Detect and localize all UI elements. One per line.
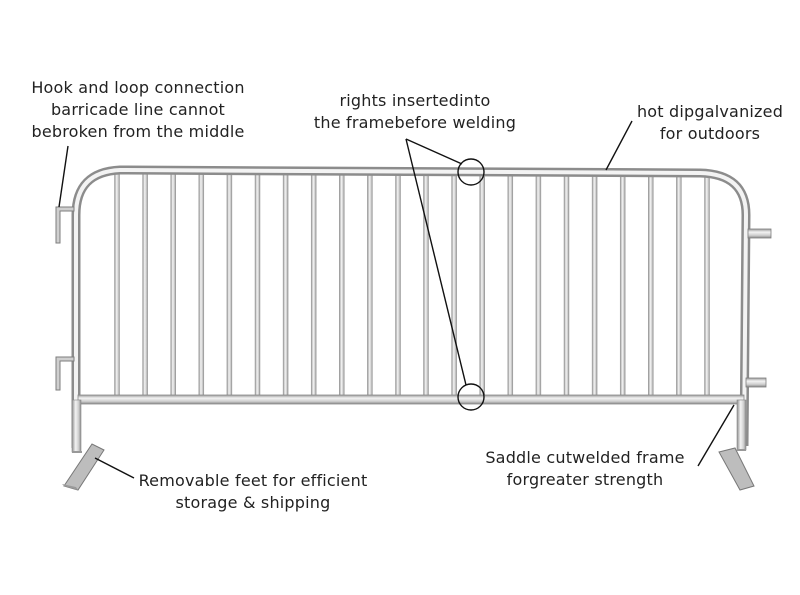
picket-group xyxy=(114,172,710,398)
picket xyxy=(367,172,373,398)
right-loop-upper xyxy=(747,228,772,239)
leader-hook xyxy=(58,145,69,208)
leader-rights-top xyxy=(405,138,463,165)
picket xyxy=(619,172,626,398)
annotation-line: forgreater strength xyxy=(506,470,664,489)
right-leg xyxy=(736,399,747,451)
annotation-line: for outdoors xyxy=(659,124,761,143)
picket xyxy=(198,172,205,398)
picket xyxy=(254,172,261,398)
rights-inserted-annotation: rights insertedinto the framebefore weld… xyxy=(300,90,530,134)
picket xyxy=(648,172,654,398)
leader-rights-bottom xyxy=(405,138,467,386)
leader-hot xyxy=(605,120,633,171)
callout-circle-bottom xyxy=(457,383,485,411)
picket xyxy=(395,172,401,398)
leader-feet xyxy=(94,457,135,479)
annotation-line: hot dipgalvanized xyxy=(636,102,784,121)
picket xyxy=(704,172,710,398)
bottom-rail xyxy=(77,394,745,405)
picket xyxy=(170,172,176,398)
picket xyxy=(563,172,570,398)
frame-outer-tube xyxy=(71,165,751,448)
picket xyxy=(339,172,345,398)
right-foot xyxy=(718,447,755,491)
removable-feet-annotation: Removable feet for efficient storage & s… xyxy=(128,470,378,514)
frame-tube-highlight xyxy=(74,168,748,448)
picket xyxy=(226,172,233,398)
left-foot xyxy=(62,443,105,491)
annotation-line: bebroken from the middle xyxy=(31,122,245,141)
picket xyxy=(591,172,598,398)
left-hook-upper xyxy=(55,206,75,244)
picket xyxy=(423,172,429,398)
annotation-line: the framebefore welding xyxy=(313,113,517,132)
picket xyxy=(451,172,457,398)
annotation-line: Removable feet for efficient xyxy=(138,471,368,490)
left-hook-lower xyxy=(55,356,75,391)
picket xyxy=(535,172,542,398)
annotation-line: barricade line cannot xyxy=(50,100,226,119)
annotation-line: Saddle cutwelded frame xyxy=(485,448,685,467)
right-loop-lower xyxy=(745,377,767,388)
picket xyxy=(114,172,120,398)
picket xyxy=(676,172,682,398)
left-leg xyxy=(71,399,82,453)
hot-galvanized-annotation: hot dipgalvanized for outdoors xyxy=(620,101,800,145)
picket xyxy=(142,172,148,398)
annotation-line: rights insertedinto xyxy=(339,91,491,110)
picket xyxy=(479,172,485,398)
leader-saddle xyxy=(697,404,735,467)
hook-loop-annotation: Hook and loop connection barricade line … xyxy=(18,77,258,143)
saddle-cut-annotation: Saddle cutwelded frame forgreater streng… xyxy=(470,447,700,491)
annotation-line: Hook and loop connection xyxy=(31,78,245,97)
picket xyxy=(282,172,289,398)
picket xyxy=(507,172,514,398)
callout-circle-top xyxy=(457,158,485,186)
annotation-line: storage & shipping xyxy=(175,493,331,512)
picket xyxy=(310,172,317,398)
